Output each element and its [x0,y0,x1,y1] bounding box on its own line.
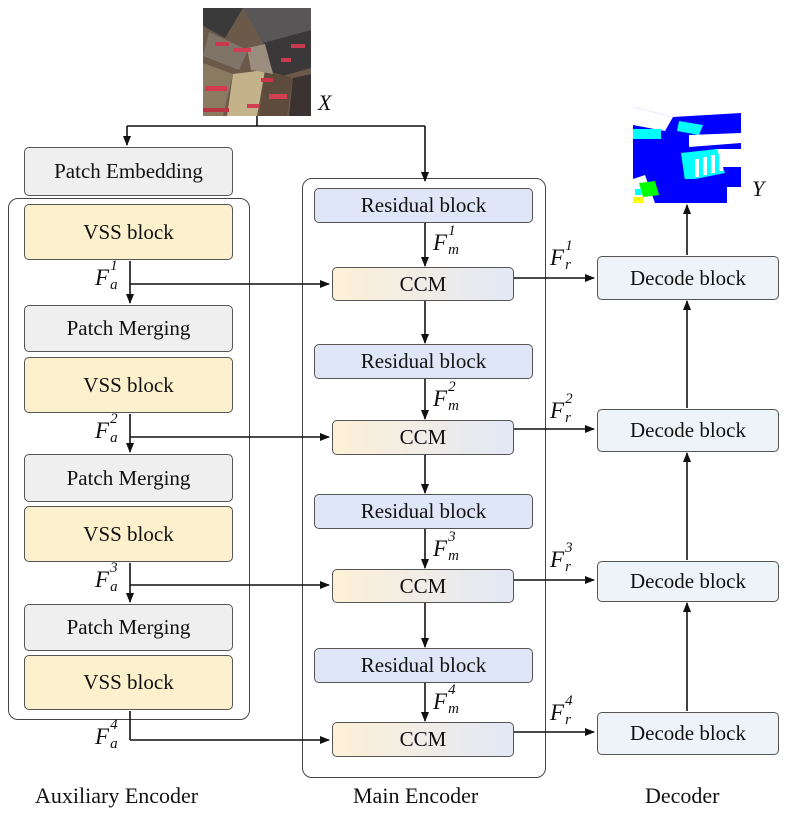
output-label: Y [752,176,765,201]
patch-merging-block-1: Patch Merging [24,305,233,352]
patch-merging-block-3: Patch Merging [24,604,233,651]
decode-block-2: Decode block [597,409,779,452]
main-encoder-label: Main Encoder [353,783,479,808]
auxiliary-encoder-label: Auxiliary Encoder [35,783,199,808]
decode-block-3: Decode block [597,561,779,602]
decoder-label: Decoder [645,783,720,808]
residual-block-2: Residual block [314,344,533,379]
ccm-block-1: CCM [332,267,514,301]
auxiliary-encoder-frame [8,198,250,720]
vss-block-3: VSS block [24,506,233,562]
residual-block-1: Residual block [314,188,533,223]
patch-embedding-block: Patch Embedding [24,147,233,196]
ccm-block-3: CCM [332,569,514,603]
decode-block-1: Decode block [597,256,779,300]
vss-block-2: VSS block [24,357,233,413]
ccm-block-2: CCM [332,420,514,455]
patch-merging-block-2: Patch Merging [24,454,233,502]
ccm-block-4: CCM [332,722,514,757]
vss-block-1: VSS block [24,204,233,260]
vss-block-4: VSS block [24,655,233,710]
input-label: X [318,90,332,115]
residual-block-3: Residual block [314,494,533,529]
decode-block-4: Decode block [597,712,779,755]
residual-block-4: Residual block [314,648,533,683]
